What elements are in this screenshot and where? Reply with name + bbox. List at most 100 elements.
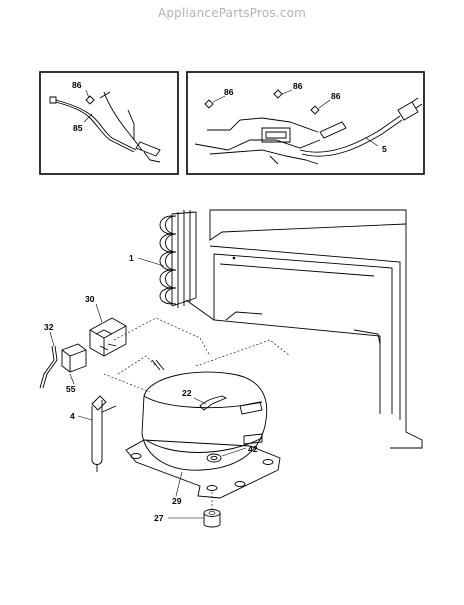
- cabinet-top-edge: [209, 210, 407, 241]
- compressor-base-plate: [125, 439, 281, 499]
- callout-22: 22: [182, 388, 192, 398]
- power-cord: [299, 115, 401, 153]
- callout-1: 1: [129, 253, 134, 263]
- leader-line: [69, 373, 75, 385]
- mount-grommet: [130, 453, 142, 459]
- power-plug: [397, 101, 419, 121]
- leader-line: [318, 99, 331, 109]
- cabinet-panel-line: [185, 299, 215, 321]
- inset-frame-left: [39, 71, 179, 175]
- harness-wire: [194, 139, 321, 151]
- cabinet-panel-line: [225, 311, 263, 321]
- leader-line: [281, 89, 293, 95]
- coil-loops-outer: [159, 215, 173, 305]
- leader-line: [212, 95, 226, 103]
- leader-line: [221, 447, 247, 457]
- plug-prongs: [411, 97, 423, 109]
- leader-line: [193, 397, 207, 405]
- leader-line: [49, 331, 55, 347]
- process-tube: [151, 359, 161, 371]
- bushing-hole: [208, 511, 216, 515]
- leader-line: [365, 137, 379, 147]
- harness-wire: [55, 101, 135, 153]
- harness-wire: [269, 155, 319, 165]
- relay-edges: [89, 325, 127, 356]
- callout-4: 4: [70, 411, 75, 421]
- grommet-42: [206, 453, 222, 463]
- callout-42: 42: [248, 444, 258, 454]
- relay-body: [89, 317, 127, 357]
- callout-55: 55: [66, 384, 76, 394]
- leader-line: [83, 113, 93, 123]
- compressor-shell: [141, 371, 268, 471]
- coil-bracket: [171, 211, 197, 307]
- harness-plug: [319, 121, 347, 139]
- leader-line: [175, 471, 183, 497]
- screw-86: [85, 95, 95, 105]
- compressor: 42 22 29: [125, 359, 281, 506]
- callout-27: 27: [154, 513, 164, 523]
- assembly-line: [195, 339, 291, 367]
- drier-tube: [101, 405, 117, 413]
- grommet-42-hole: [210, 455, 218, 461]
- power-cord: [301, 119, 403, 157]
- inset-frame-right: [186, 71, 425, 175]
- leader-line: [95, 303, 103, 323]
- inset-harness-5: 86 86 86 5: [186, 71, 425, 175]
- callout-86: 86: [224, 87, 234, 97]
- harness-wire: [103, 91, 143, 151]
- cabinet-outline: [210, 209, 423, 449]
- harness-wire: [55, 99, 137, 151]
- condenser-coil: 1: [129, 210, 197, 308]
- assembly-line: [113, 317, 211, 357]
- leader-line: [137, 257, 165, 267]
- cabinet-rear-wall-inner: [213, 253, 393, 414]
- overload-body: [61, 343, 87, 373]
- terminal-connector: [49, 96, 57, 104]
- cabinet-panel-line: [353, 329, 381, 345]
- clip-wire: [39, 345, 55, 389]
- bushing-top: [203, 509, 221, 517]
- spring-clip-22: [199, 395, 228, 411]
- callout-30: 30: [85, 294, 95, 304]
- callout-85: 85: [73, 123, 83, 133]
- harness-wire: [99, 91, 111, 99]
- relay-detail: [95, 329, 113, 335]
- mount-grommet: [262, 459, 274, 465]
- assembly-line: [103, 373, 151, 393]
- callout-29: 29: [172, 496, 182, 506]
- compressor-compartment: [213, 254, 381, 414]
- callout-86: 86: [72, 80, 82, 90]
- relay: 30: [85, 294, 127, 357]
- mount-bushing: 27: [154, 509, 221, 528]
- compressor-seam: [143, 395, 263, 409]
- drier-body: [91, 400, 103, 465]
- harness-wire: [207, 117, 319, 133]
- callout-86: 86: [331, 91, 341, 101]
- screw-86: [204, 99, 214, 109]
- assembly-line: [117, 355, 157, 375]
- leader-line: [77, 415, 93, 421]
- relay-terminals: [99, 343, 117, 351]
- screw-hole: [232, 256, 236, 260]
- screw-86: [273, 89, 283, 99]
- harness-plug: [135, 141, 161, 157]
- discharge-tube: [243, 433, 263, 445]
- mount-grommet: [206, 485, 218, 491]
- harness-wire: [143, 151, 161, 163]
- screw-86: [310, 105, 320, 115]
- overload-protector: 32 55: [39, 322, 87, 394]
- clip-wire: [42, 345, 58, 389]
- inset-harness-85: 86 85: [39, 71, 179, 175]
- callout-86: 86: [293, 81, 303, 91]
- compressor-lower-band: [145, 437, 263, 453]
- drier-top-cap: [91, 395, 107, 411]
- cabinet: [185, 209, 423, 449]
- harness-junction: [261, 127, 291, 143]
- harness-junction-inner: [265, 131, 287, 139]
- suction-tube: [239, 401, 263, 415]
- cabinet-panel-line: [219, 263, 375, 277]
- coil-loops-inner: [165, 215, 177, 305]
